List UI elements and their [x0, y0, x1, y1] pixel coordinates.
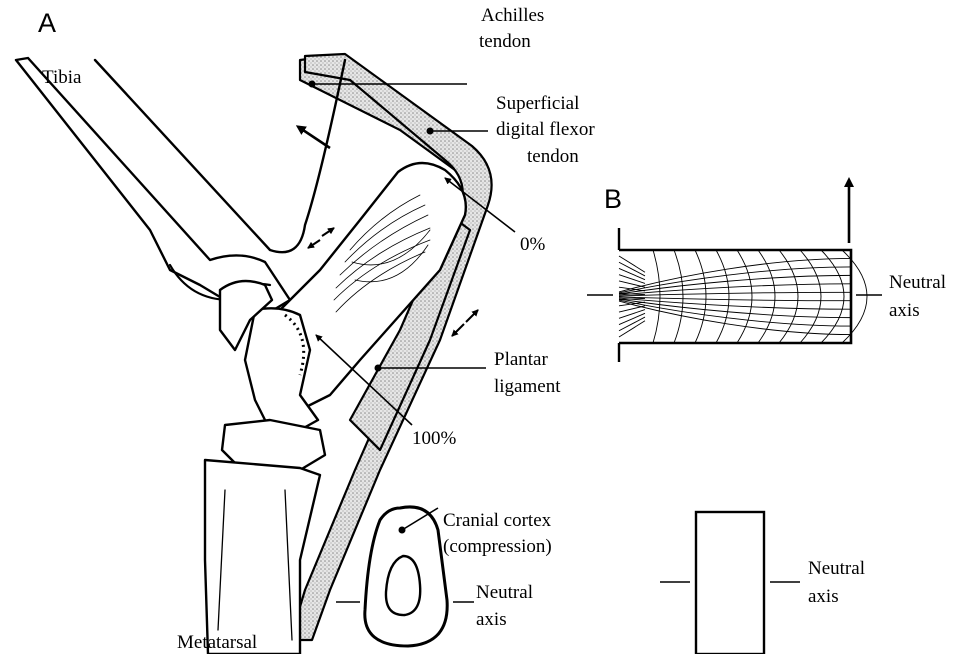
leader-dot-achilles	[309, 81, 316, 88]
label-zero-pct: 0%	[520, 234, 546, 255]
label-neutral-a-2: axis	[476, 609, 507, 630]
label-neutral-b-top-2: axis	[889, 300, 920, 321]
leader-dot-cortex	[399, 527, 406, 534]
tibia-shaft-rear-line	[95, 60, 345, 252]
label-achilles-2: tendon	[479, 31, 531, 52]
label-sdf-3: tendon	[527, 146, 579, 167]
tension-arrow-down	[452, 324, 464, 336]
tension-arrow-up	[466, 310, 478, 322]
label-cortex-1: Cranial cortex	[443, 510, 552, 531]
label-plantar-2: ligament	[494, 376, 561, 397]
leader-dot-sdf	[427, 128, 434, 135]
panel-a-letter: A	[38, 8, 56, 38]
label-neutral-b-bottom-2: axis	[808, 586, 839, 607]
label-sdf-1: Superficial	[496, 93, 579, 114]
label-plantar-1: Plantar	[494, 349, 548, 370]
beam-cross-section-rect	[696, 512, 764, 654]
tibia-bone	[16, 58, 290, 315]
label-sdf-2: digital flexor	[496, 119, 595, 140]
label-neutral-a-1: Neutral	[476, 582, 533, 603]
label-cortex-2: (compression)	[443, 536, 552, 557]
leader-dot-plantar	[375, 365, 382, 372]
beam-stress-trajectory-diagram	[619, 228, 867, 362]
beam-outline	[619, 250, 851, 343]
label-hundred-pct: 100%	[412, 428, 457, 449]
compression-arrow-left	[308, 240, 320, 248]
label-neutral-b-top-1: Neutral	[889, 272, 946, 293]
compression-arrow-right	[322, 228, 334, 236]
label-achilles-1: Achilles	[481, 5, 544, 26]
label-neutral-b-bottom-1: Neutral	[808, 558, 865, 579]
label-tibia: Tibia	[42, 67, 82, 88]
panel-b-letter: B	[604, 184, 622, 214]
achilles-pull-arrow	[300, 128, 330, 148]
label-metatarsal: Metatarsal	[177, 632, 257, 653]
